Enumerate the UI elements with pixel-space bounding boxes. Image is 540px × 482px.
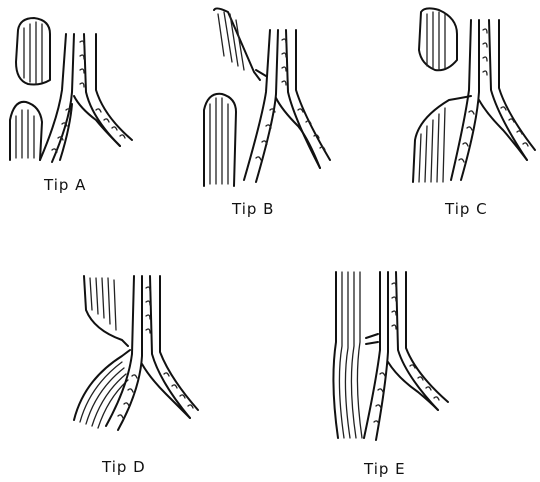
caption-tip-b: Tip B — [232, 200, 274, 218]
caption-tip-a: Tip A — [44, 176, 86, 194]
panel-tip-d: Tip D — [60, 270, 220, 482]
caption-tip-e: Tip E — [364, 460, 406, 478]
panel-tip-e: Tip E — [320, 262, 490, 482]
panel-tip-a: Tip A — [0, 0, 170, 200]
tip-d-drawing — [60, 270, 220, 482]
caption-tip-d: Tip D — [102, 458, 146, 476]
tip-b-drawing — [190, 0, 350, 220]
panel-tip-c: Tip C — [395, 0, 540, 230]
tip-e-drawing — [320, 262, 490, 482]
tip-c-drawing — [395, 0, 540, 230]
tip-a-drawing — [0, 0, 170, 200]
caption-tip-c: Tip C — [445, 200, 488, 218]
panel-tip-b: Tip B — [190, 0, 350, 220]
